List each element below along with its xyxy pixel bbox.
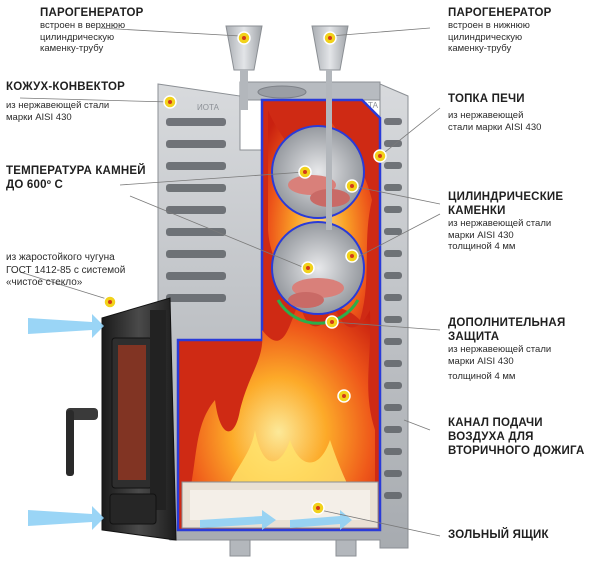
label-door-line-1: из жаростойкого чугуна xyxy=(6,252,115,263)
label-parogen-bottom-line-2: цилиндрическую xyxy=(448,31,523,43)
marker-kamenka-upper xyxy=(345,179,359,193)
label-parogen-bottom-title: ПАРОГЕНЕРАТОР xyxy=(448,7,552,19)
label-kamenki: ЦИЛИНДРИЧЕСКИЕ КАМЕНКИ из нержавеющей ст… xyxy=(448,190,563,253)
label-zashita-title-1: ДОПОЛНИТЕЛЬНАЯ xyxy=(448,317,566,329)
cylinder-upper xyxy=(271,125,365,219)
cylinder-lower xyxy=(271,221,365,325)
steam-generator-upper xyxy=(225,25,263,110)
convector-slots-right xyxy=(384,118,402,499)
marker-parogen-top xyxy=(237,31,251,45)
label-zashita: ДОПОЛНИТЕЛЬНАЯ ЗАЩИТА из нержавеющей ста… xyxy=(448,316,565,383)
marker-parogen-bottom xyxy=(323,31,337,45)
label-kamenki-title-1: ЦИЛИНДРИЧЕСКИЕ xyxy=(448,191,564,203)
label-parogen-top-line-3: каменку-трубу xyxy=(40,43,104,54)
label-door-line-3: «чистое стекло» xyxy=(6,277,83,288)
label-zashita-line-2: марки AISI 430 xyxy=(448,355,514,367)
label-kamenki-line-1: из нержавеющей стали xyxy=(448,218,552,229)
label-temp: ТЕМПЕРАТУРА КАМНЕЙ ДО 600º С xyxy=(6,164,146,192)
label-kozhuh-line-2: марки AISI 430 xyxy=(6,111,72,123)
label-topka-line-2: стали марки AISI 430 xyxy=(448,121,542,133)
marker-door xyxy=(103,295,117,309)
label-zashita-title-2: ЗАЩИТА xyxy=(448,331,500,343)
label-zashita-line-1: из нержавеющей стали xyxy=(448,344,552,355)
label-parogen-bottom: ПАРОГЕНЕРАТОР встроен в нижнюю цилиндрич… xyxy=(448,6,552,55)
label-kanal-title-1: КАНАЛ ПОДАЧИ xyxy=(448,417,543,429)
label-parogen-top: ПАРОГЕНЕРАТОР встроен в верхнюю цилиндри… xyxy=(40,6,144,55)
label-kanal: КАНАЛ ПОДАЧИ ВОЗДУХА ДЛЯ ВТОРИЧНОГО ДОЖИ… xyxy=(448,416,584,458)
label-kanal-title-2: ВОЗДУХА ДЛЯ xyxy=(448,431,534,443)
label-parogen-top-title: ПАРОГЕНЕРАТОР xyxy=(40,7,144,19)
convector-slots-left xyxy=(166,118,226,302)
label-kozhuh: КОЖУХ-КОНВЕКТОР из нержавеющей стали мар… xyxy=(6,80,125,123)
label-door: из жаростойкого чугуна ГОСТ 1412-85 с си… xyxy=(6,252,125,290)
label-temp-title-1: ТЕМПЕРАТУРА КАМНЕЙ xyxy=(6,165,146,177)
cast-iron-door xyxy=(66,297,177,541)
label-kozhuh-line-1: из нержавеющей стали xyxy=(6,100,110,111)
label-kanal-title-3: ВТОРИЧНОГО ДОЖИГА xyxy=(448,445,585,457)
marker-kamenka-lower xyxy=(345,249,359,263)
label-parogen-bottom-line-3: каменку-трубу xyxy=(448,43,512,54)
label-topka-title: ТОПКА ПЕЧИ xyxy=(448,93,525,105)
label-temp-title-2: ДО 600º С xyxy=(6,179,64,191)
label-yashik: ЗОЛЬНЫЙ ЯЩИК xyxy=(448,528,549,542)
label-kamenki-line-2: марки AISI 430 xyxy=(448,229,514,241)
steam-generator-lower xyxy=(311,25,349,230)
label-topka: ТОПКА ПЕЧИ из нержавеющей стали марки AI… xyxy=(448,92,541,133)
marker-temp-upper xyxy=(298,165,312,179)
marker-fire xyxy=(337,389,351,403)
label-topka-line-1: из нержавеющей xyxy=(448,110,524,121)
label-zashita-line-3: толщиной 4 мм xyxy=(448,371,516,382)
label-parogen-top-line-1: встроен в верхнюю xyxy=(40,20,126,31)
marker-zashita xyxy=(325,315,339,329)
leader-lines xyxy=(19,27,441,537)
label-kozhuh-title: КОЖУХ-КОНВЕКТОР xyxy=(6,81,126,93)
label-parogen-top-line-2: цилиндрическую xyxy=(40,31,115,43)
marker-temp-lower xyxy=(301,261,315,275)
label-yashik-title: ЗОЛЬНЫЙ ЯЩИК xyxy=(448,529,549,541)
label-parogen-bottom-line-1: встроен в нижнюю xyxy=(448,20,530,31)
marker-kozhuh xyxy=(163,95,177,109)
label-kamenki-line-3: толщиной 4 мм xyxy=(448,241,516,252)
brand-mark-left: ИОТА xyxy=(197,103,220,112)
label-kamenki-title-2: КАМЕНКИ xyxy=(448,205,506,217)
markers xyxy=(103,31,387,515)
air-flow-arrows xyxy=(28,314,352,530)
label-door-line-2: ГОСТ 1412-85 с системой xyxy=(6,264,126,276)
marker-topka xyxy=(373,149,387,163)
marker-yashik xyxy=(311,501,325,515)
